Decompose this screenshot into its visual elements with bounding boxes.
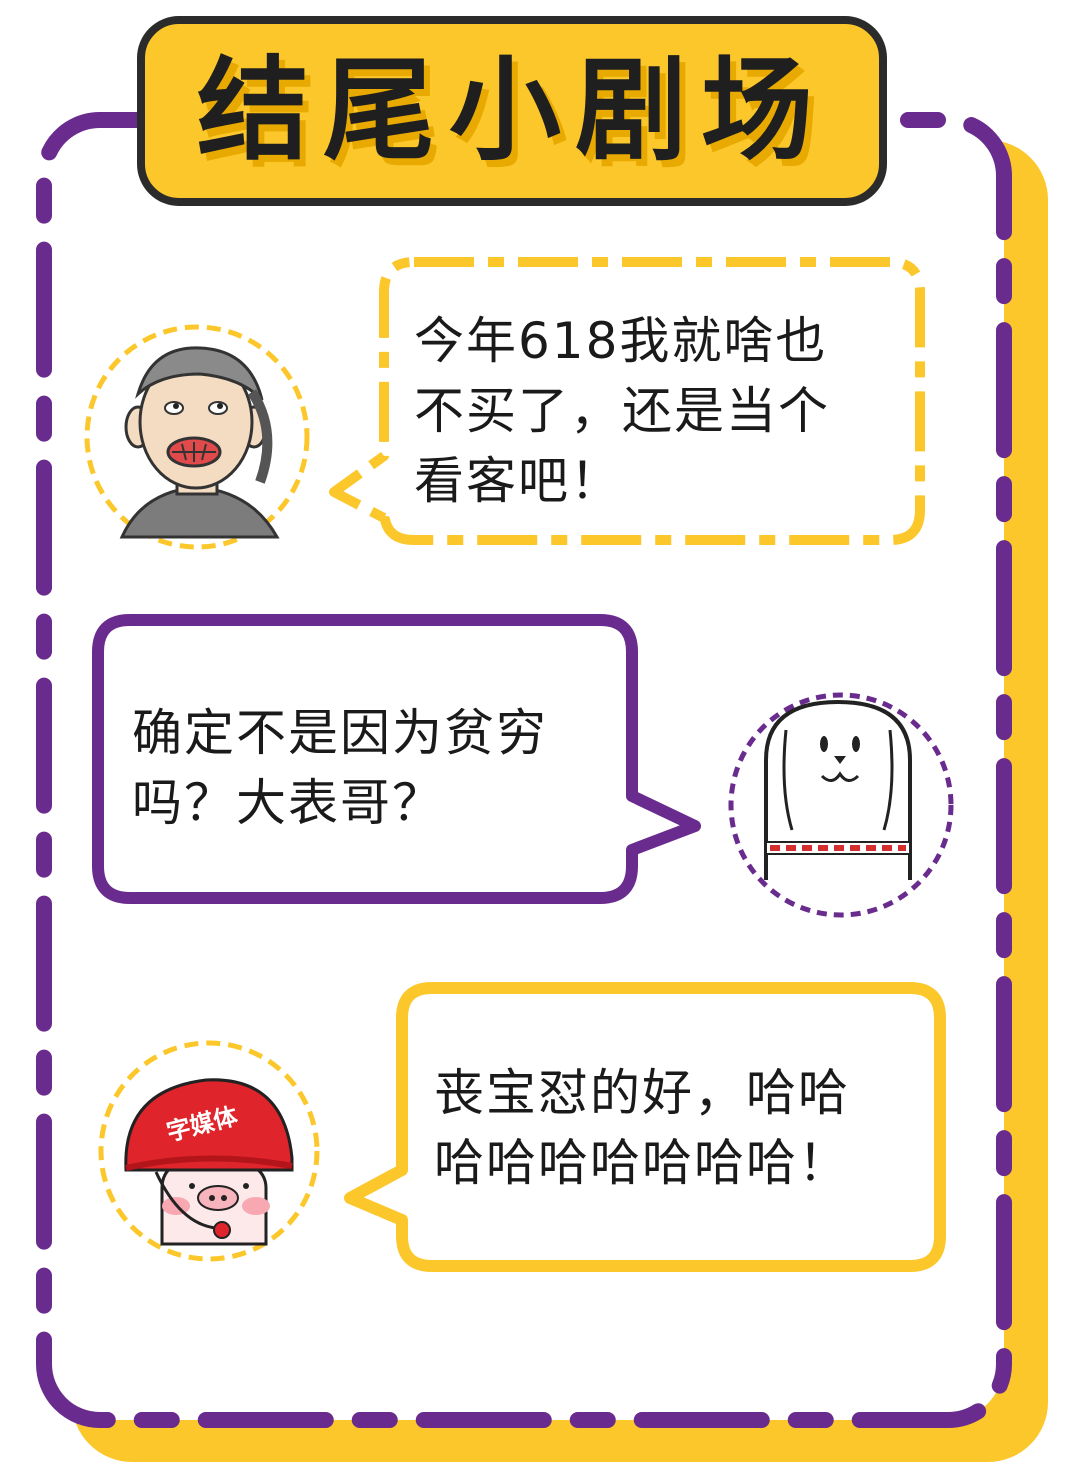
purple-dashed-border (36, 112, 1012, 1428)
speech-bubble-3 (344, 982, 946, 1272)
old-man-avatar (84, 324, 310, 550)
dialogue-text-2: 确定不是因为贫穷 吗？大表哥？ (132, 704, 548, 832)
pig-avatar: 字媒体 (98, 1040, 320, 1262)
speech-bubble-2 (92, 614, 701, 904)
dialogue-text-3: 丧宝怼的好，哈哈 哈哈哈哈哈哈哈！ (434, 1064, 850, 1192)
title-plate: 结尾小剧场 (137, 16, 887, 206)
speech-bubble-1 (329, 257, 925, 545)
dialogue-text-1: 今年618我就啥也 不买了，还是当个 看客吧！ (414, 312, 830, 510)
page-title: 结尾小剧场 (197, 46, 827, 176)
dog-avatar (728, 692, 954, 918)
